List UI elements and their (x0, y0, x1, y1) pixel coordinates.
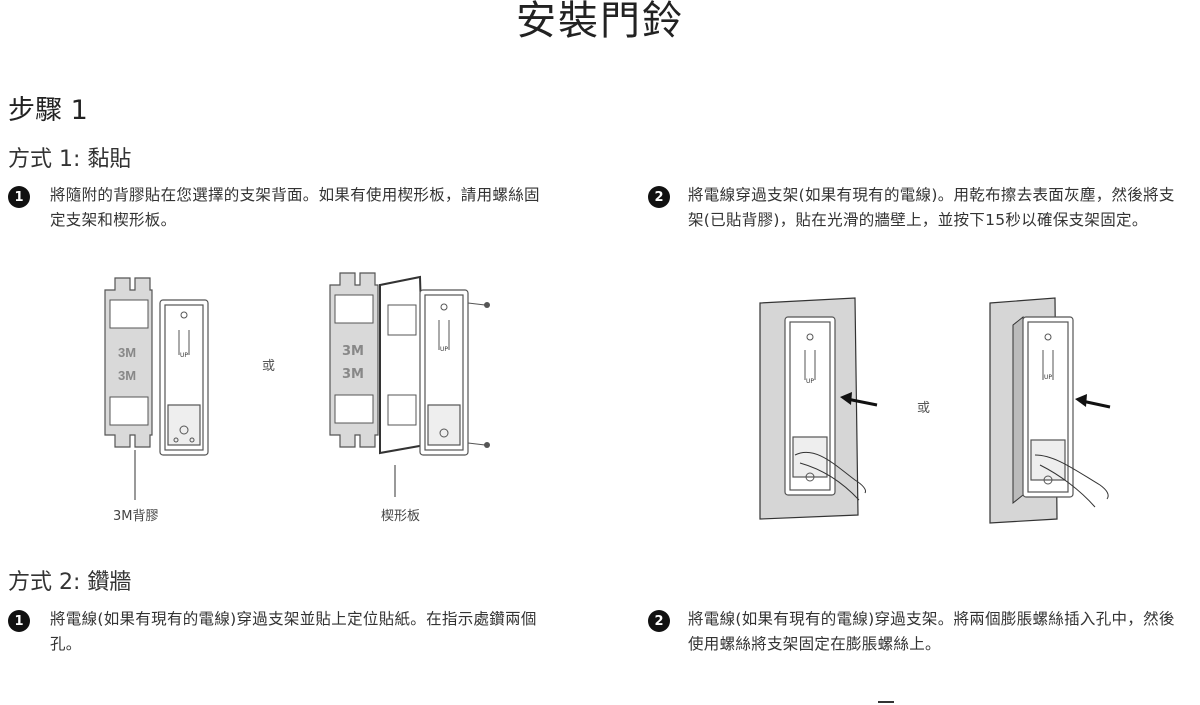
up-mark: UP (1044, 374, 1052, 381)
or-label: 或 (262, 359, 275, 374)
wall-mount-illustration: UP 或 UP (759, 297, 1111, 524)
step-title: 步驟 1 (8, 95, 88, 126)
step-number-badge: 2 (648, 186, 670, 208)
wedge-caption: 楔形板 (381, 509, 421, 524)
adhesive-caption: 3M背膠 (113, 509, 159, 524)
tape-3m-text-2: 3M (118, 368, 136, 383)
method1-title: 方式 1: 黏貼 (8, 147, 132, 172)
up-mark: UP (440, 346, 448, 353)
wedge-plate-shape (379, 275, 427, 455)
method1-step2-text: 將電線穿過支架(如果有現有的電線)。用乾布擦去表面灰塵，然後將支架(已貼背膠)，… (688, 186, 1175, 229)
adhesive-install-illustration: 3M 3M UP 或 3M 3M (104, 272, 490, 500)
next-illustration-edge (878, 701, 894, 703)
method2-title: 方式 2: 鑽牆 (8, 570, 132, 595)
or-label: 或 (917, 401, 930, 416)
method2-step1-text: 將電線(如果有現有的電線)穿過支架並貼上定位貼紙。在指示處鑽兩個孔。 (50, 610, 537, 653)
up-mark: UP (806, 378, 814, 385)
tape-3m-text-1: 3M (118, 345, 136, 360)
step-number-badge: 2 (648, 610, 670, 632)
up-mark: UP (180, 352, 188, 359)
step-number-badge: 1 (8, 186, 30, 208)
step-number-badge: 1 (8, 610, 30, 632)
method2-step2-text: 將電線(如果有現有的電線)穿過支架。將兩個膨脹螺絲插入孔中，然後使用螺絲將支架固… (688, 610, 1175, 653)
tape-3m-text-3: 3M (342, 344, 364, 359)
page-title: 安裝門鈴 (516, 0, 684, 44)
tape-3m-text-4: 3M (342, 367, 364, 382)
method1-step1-text: 將隨附的背膠貼在您選擇的支架背面。如果有使用楔形板，請用螺絲固定支架和楔形板。 (50, 186, 540, 229)
